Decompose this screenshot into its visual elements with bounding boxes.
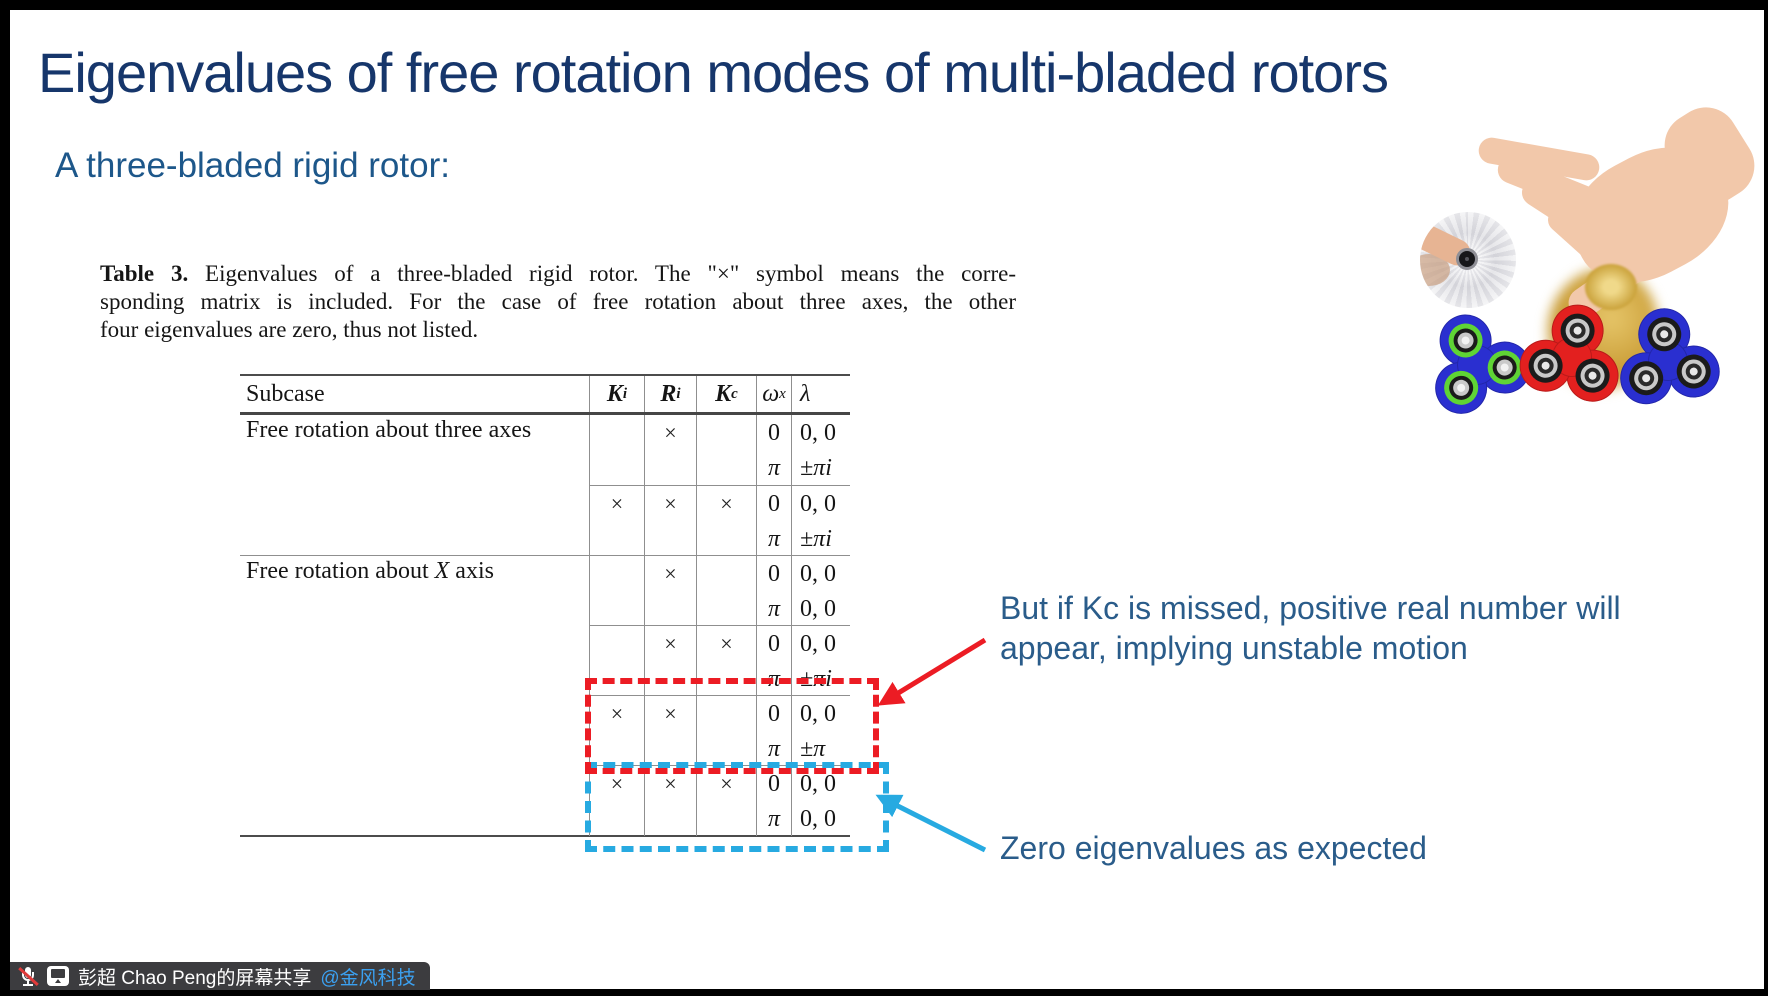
kc-cell: ×	[697, 625, 757, 696]
red-dashed-highlight-box	[585, 678, 879, 774]
ki-cell: ×	[590, 485, 645, 556]
table-caption: Table 3. Eigenvalues of a three-bladed r…	[100, 260, 1016, 344]
header-lambda: λ	[800, 380, 811, 407]
blue-arrow	[875, 794, 987, 853]
ki-cell	[590, 625, 645, 696]
organization-mention: @金风科技	[320, 967, 416, 989]
lambda-cell: 0, 0±π	[792, 695, 850, 766]
lambda-cell: 0, 0±πi	[792, 485, 850, 556]
slide-subtitle: A three-bladed rigid rotor:	[55, 146, 450, 185]
subcase-cell	[240, 625, 590, 696]
ri-cell: ×	[645, 555, 697, 626]
lambda-cell: 0, 0±πi	[800, 420, 836, 481]
ki-cell	[590, 415, 645, 485]
microphone-muted-icon	[18, 965, 39, 988]
fidget-spinner-image-cluster	[1420, 95, 1767, 423]
ri-cell: ×	[645, 485, 697, 556]
red-arrow	[877, 637, 987, 706]
subcase-cell	[240, 485, 590, 556]
finger-pressing-spinner-photo	[1420, 212, 1516, 308]
subcase-cell	[240, 765, 590, 836]
unstable-motion-annotation: But if Kc is missed, positive real numbe…	[1000, 590, 1621, 666]
screen-share-icon	[47, 966, 69, 986]
spinner-bearing	[1456, 248, 1478, 270]
caption-line-1: Table 3. Eigenvalues of a three-bladed r…	[100, 261, 1016, 286]
caption-label: Table 3.	[100, 261, 189, 286]
slide-title: Eigenvalues of free rotation modes of mu…	[38, 41, 1389, 104]
kc-cell	[697, 695, 757, 766]
blue-dashed-highlight-box	[585, 762, 889, 852]
screen-share-status-bar: 彭超 Chao Peng的屏幕共享 @金风科技	[10, 962, 430, 990]
kc-cell	[697, 415, 757, 485]
presenter-share-label: 彭超 Chao Peng的屏幕共享	[78, 967, 312, 989]
ki-cell	[590, 555, 645, 626]
presentation-slide: Eigenvalues of free rotation modes of mu…	[10, 10, 1767, 990]
ri-cell: ×	[645, 695, 697, 766]
subcase-cell: Free rotation about X axis	[240, 555, 590, 626]
subcase-cell	[240, 695, 590, 766]
zero-eigenvalues-annotation: Zero eigenvalues as expected	[1000, 830, 1427, 866]
ki-cell: ×	[590, 695, 645, 766]
kc-cell	[697, 555, 757, 626]
kc-cell: ×	[697, 485, 757, 556]
blue-fidget-spinner	[1615, 304, 1724, 414]
caption-line-2: sponding matrix is included. For the cas…	[100, 289, 1016, 314]
ri-cell: ×	[645, 625, 697, 696]
subcase-cell: Free rotation about three axes	[240, 415, 590, 485]
gold-spinner-hub	[1585, 264, 1637, 310]
ri-cell: ×	[645, 415, 697, 485]
header-subcase: Subcase	[240, 376, 590, 412]
caption-line-3: four eigenvalues are zero, thus not list…	[100, 317, 479, 342]
red-fidget-spinner	[1514, 299, 1627, 412]
